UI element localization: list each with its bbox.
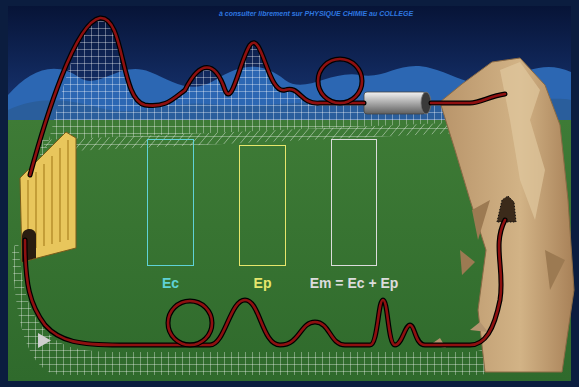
energy-label: Em = Ec + Ep [307,275,402,291]
energy-gauge: Ec [147,139,194,291]
gauge-frame [147,139,194,266]
watermark: à consulter librement sur PHYSIQUE CHIMI… [219,10,413,17]
gauge-frame [331,139,377,266]
energy-gauge: Em = Ec + Ep [307,139,402,291]
energy-label: Ep [239,275,286,291]
upper-track [30,18,505,175]
energy-gauge: Ep [239,145,286,291]
station-building [20,132,76,262]
upper-floor-mesh [40,122,480,152]
play-button [38,333,51,348]
lower-support-mesh [12,240,520,375]
pipe-tunnel [364,92,426,114]
energy-label: Ec [147,275,194,291]
lower-track [25,220,505,345]
gauge-frame [239,145,286,266]
rock-highlight [500,62,545,220]
